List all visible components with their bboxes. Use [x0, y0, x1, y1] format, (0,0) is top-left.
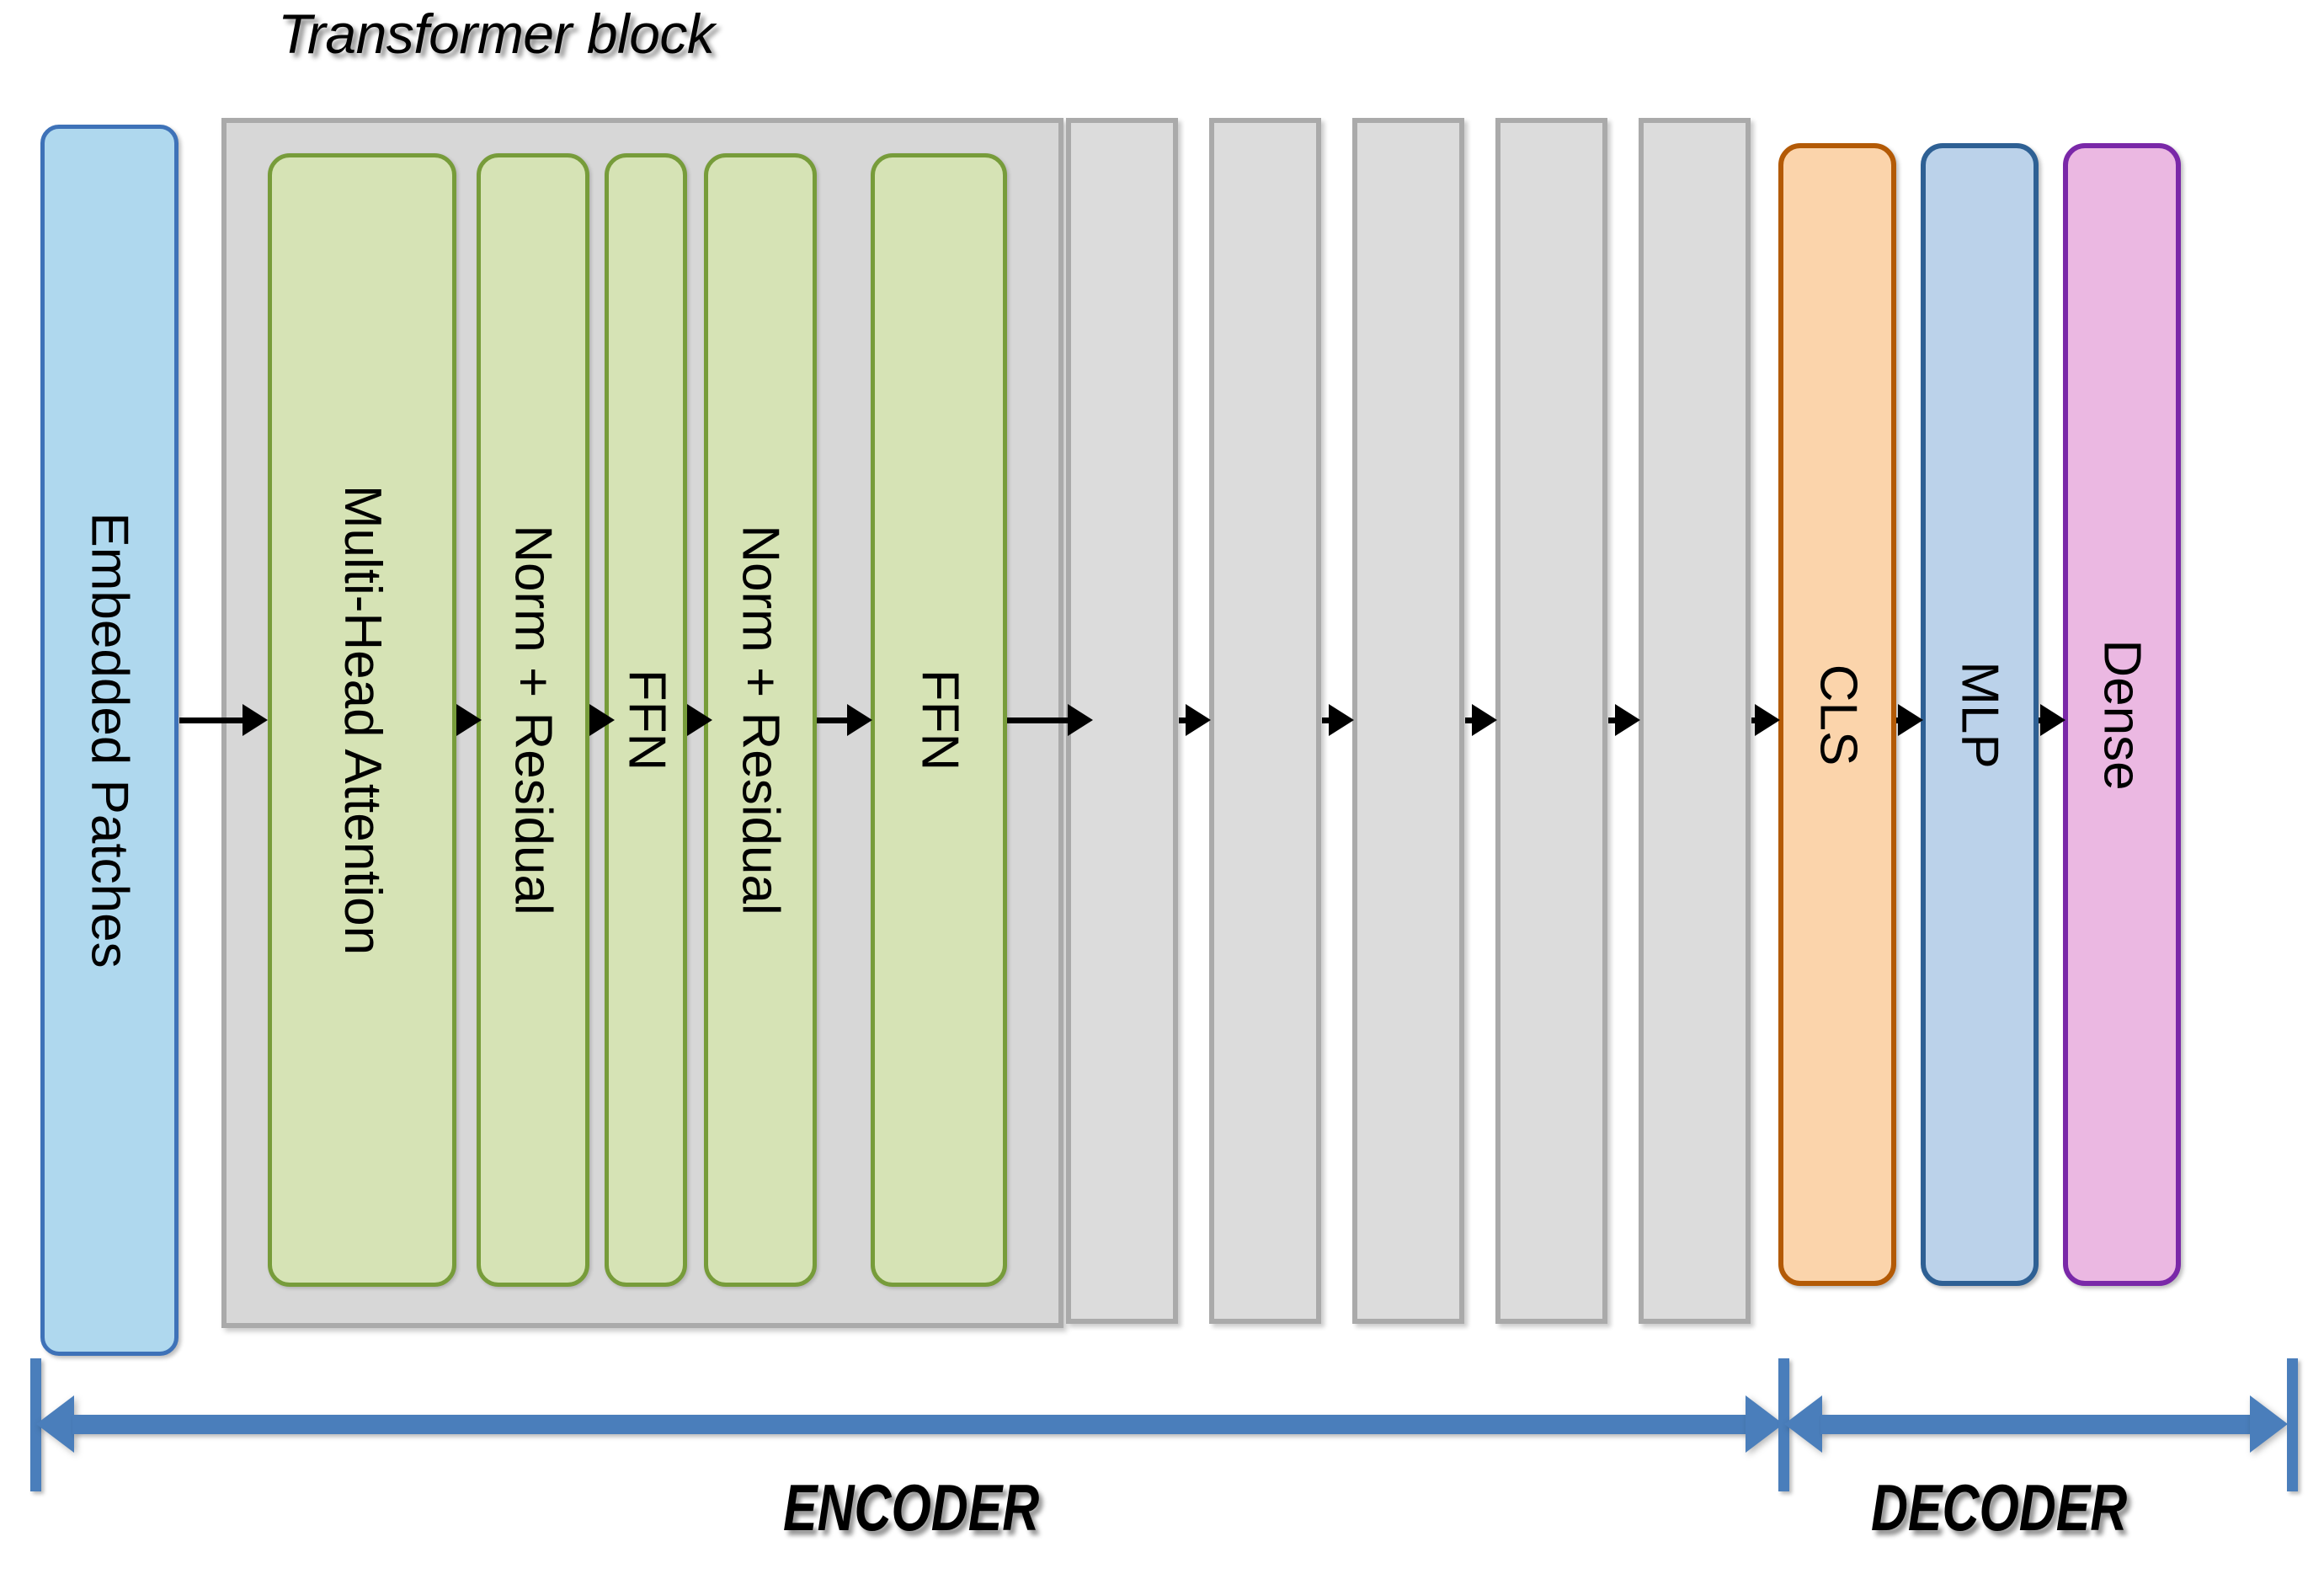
encoder-span-tick-left — [30, 1358, 41, 1491]
block-embedded-patches-label: Embedded Patches — [81, 512, 140, 968]
flow-arrow-icon-12 — [1896, 704, 1923, 736]
flow-arrow-icon-13 — [2039, 704, 2065, 736]
repeated-block-2[interactable] — [1209, 118, 1321, 1324]
repeated-block-4[interactable] — [1495, 118, 1607, 1324]
decoder-span-tick-right — [2287, 1358, 2298, 1491]
decoder-span-arrowhead-right-icon — [2250, 1395, 2288, 1453]
layer-ffn-1[interactable]: FFN — [605, 153, 687, 1287]
diagram-title: Transformer block — [278, 3, 715, 65]
layer-multi-head-attention[interactable]: Multi-Head Attention — [268, 153, 456, 1287]
block-mlp-label: MLP — [1950, 660, 2009, 769]
repeated-block-3[interactable] — [1352, 118, 1464, 1324]
decoder-span-label: DECODER — [1871, 1470, 2128, 1544]
encoder-span-line — [72, 1415, 1756, 1434]
block-dense-label: Dense — [2093, 638, 2151, 791]
flow-arrow-icon-8 — [1322, 704, 1354, 736]
layer-norm-residual-1-label: Norm + Residual — [504, 525, 562, 915]
encoder-span-label: ENCODER — [783, 1470, 1040, 1544]
encoder-span-arrowhead-right-icon — [1746, 1395, 1783, 1453]
flow-arrow-icon-6 — [1007, 704, 1093, 736]
layer-norm-residual-2-label: Norm + Residual — [732, 525, 790, 915]
block-mlp[interactable]: MLP — [1921, 143, 2039, 1286]
flow-arrow-icon-5 — [817, 704, 872, 736]
flow-arrow-icon-7 — [1179, 704, 1211, 736]
flow-arrow-icon-11 — [1751, 704, 1780, 736]
encoder-span-arrowhead-left-icon — [36, 1395, 74, 1453]
flow-arrow-icon-2 — [456, 704, 482, 736]
layer-ffn-2[interactable]: FFN — [871, 153, 1007, 1287]
flow-arrow-icon-1 — [179, 704, 268, 736]
flow-arrow-icon-4 — [687, 704, 712, 736]
flow-arrow-icon-9 — [1465, 704, 1497, 736]
repeated-block-5[interactable] — [1639, 118, 1751, 1324]
layer-norm-residual-1[interactable]: Norm + Residual — [477, 153, 589, 1287]
decoder-span-arrowhead-left-icon — [1784, 1395, 1822, 1453]
flow-arrow-icon-3 — [589, 704, 615, 736]
block-cls[interactable]: CLS — [1778, 143, 1896, 1286]
layer-norm-residual-2[interactable]: Norm + Residual — [704, 153, 817, 1287]
flow-arrow-icon-10 — [1608, 704, 1640, 736]
decoder-span-line — [1820, 1415, 2250, 1434]
layer-multi-head-attention-label: Multi-Head Attention — [333, 484, 392, 956]
layer-ffn-2-label: FFN — [910, 669, 968, 771]
encoder-decoder-divider-tick — [1778, 1358, 1789, 1491]
block-dense[interactable]: Dense — [2063, 143, 2181, 1286]
block-cls-label: CLS — [1808, 664, 1867, 765]
block-embedded-patches[interactable]: Embedded Patches — [40, 125, 179, 1356]
layer-ffn-1-label: FFN — [617, 669, 675, 771]
